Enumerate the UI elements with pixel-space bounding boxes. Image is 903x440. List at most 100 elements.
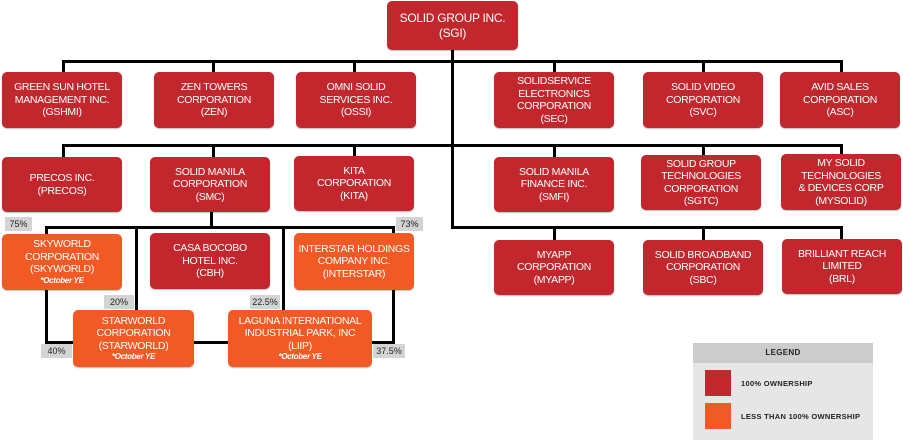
legend-title: LEGEND	[693, 343, 873, 363]
connector	[553, 226, 556, 240]
ownership-skyworld: 75%	[5, 217, 32, 231]
entity-abbr: (SKYWORLD)	[29, 263, 95, 276]
entity-abbr: (SGI)	[438, 25, 467, 40]
entity-abbr: (BRL)	[829, 272, 855, 285]
entity-interstar[interactable]: INTERSTAR HOLDINGS COMPANY INC.(INTERSTA…	[294, 233, 414, 290]
connector	[553, 144, 556, 157]
ownership-starworld-skyworld: 40%	[41, 344, 72, 358]
entity-abbr: (KITA)	[340, 189, 368, 202]
entity-smfi[interactable]: SOLID MANILA FINANCE INC.(SMFI)	[494, 157, 614, 212]
entity-kita[interactable]: KITA CORPORATION(KITA)	[294, 156, 414, 211]
entity-name: MYAPP CORPORATION	[516, 248, 592, 274]
entity-name: CASA BOCOBO HOTEL INC.	[173, 242, 247, 267]
entity-precos[interactable]: PRECOS INC.(PRECOS)	[2, 157, 122, 212]
ownership-interstar: 73%	[396, 217, 423, 231]
entity-sgi[interactable]: SOLID GROUP INC. (SGI)	[387, 1, 518, 50]
connector	[702, 144, 705, 157]
legend-label-full: 100% OWNERSHIP	[741, 379, 813, 388]
entity-name: SOLID MANILA FINANCE INC.	[519, 165, 589, 191]
connector	[840, 144, 843, 157]
entity-abbr: (SEC)	[540, 112, 568, 125]
entity-skyworld[interactable]: SKYWORLD CORPORATION(SKYWORLD)*October Y…	[2, 234, 122, 290]
entity-cbh[interactable]: CASA BOCOBO HOTEL INC.(CBH)	[150, 233, 270, 289]
entity-abbr: (PRECOS)	[37, 184, 87, 197]
ownership-liip-smc: 22.5%	[250, 295, 280, 309]
entity-name: SOLIDSERVICE ELECTRONICS CORPORATION	[516, 75, 592, 112]
entity-name: BRILLIANT REACH LIMITED	[797, 247, 887, 273]
connector	[702, 60, 705, 72]
entity-svc[interactable]: SOLID VIDEO CORPORATION(SVC)	[643, 72, 763, 128]
entity-myapp[interactable]: MYAPP CORPORATION(MYAPP)	[494, 240, 614, 295]
connector	[353, 60, 356, 72]
entity-ossi[interactable]: OMNI SOLID SERVICES INC.(OSSI)	[296, 72, 416, 128]
entity-abbr: (STARWORLD)	[98, 339, 169, 352]
entity-name: MY SOLID TECHNOLOGIES & DEVICES CORP	[798, 157, 884, 194]
connector	[370, 341, 395, 344]
connector	[840, 226, 843, 240]
entity-abbr: (MYAPP)	[533, 273, 575, 286]
connector	[62, 144, 65, 157]
entity-sgtc[interactable]: SOLID GROUP TECHNOLOGIES CORPORATION(SGT…	[641, 155, 761, 210]
ownership-starworld-smc: 20%	[104, 295, 134, 309]
connector	[451, 226, 843, 229]
entity-abbr: (GSHMI)	[42, 106, 82, 119]
connector	[553, 60, 556, 72]
connector	[451, 48, 454, 229]
entity-name: LAGUNA INTERNATIONAL INDUSTRIAL PARK, IN…	[238, 314, 362, 340]
entity-gshmi[interactable]: GREEN SUN HOTEL MANAGEMENT INC.(GSHMI)	[2, 72, 122, 128]
entity-name: ZEN TOWERS CORPORATION	[176, 81, 252, 106]
entity-name: SOLID MANILA CORPORATION	[172, 165, 248, 191]
entity-sbc[interactable]: SOLID BROADBAND CORPORATION(SBC)	[643, 240, 763, 295]
entity-abbr: (ZEN)	[200, 106, 228, 119]
entity-mysolid[interactable]: MY SOLID TECHNOLOGIES & DEVICES CORP(MYS…	[781, 154, 901, 210]
entity-note: *October YE	[278, 352, 322, 362]
entity-abbr: (LIIP)	[288, 339, 312, 352]
entity-name: SOLID BROADBAND CORPORATION	[654, 248, 752, 274]
entity-smc[interactable]: SOLID MANILA CORPORATION(SMC)	[150, 157, 270, 212]
entity-name: STARWORLD CORPORATION	[96, 314, 171, 340]
entity-name: PRECOS INC.	[29, 172, 95, 184]
ownership-liip-interstar: 37.5%	[373, 344, 405, 358]
entity-abbr: (OSSI)	[340, 106, 372, 119]
entity-name: SOLID GROUP TECHNOLOGIES CORPORATION	[661, 157, 741, 195]
legend-swatch-partial	[705, 403, 731, 429]
connector	[840, 60, 843, 72]
entity-note: *October YE	[111, 352, 156, 362]
entity-abbr: (CBH)	[196, 267, 224, 280]
legend: LEGEND 100% OWNERSHIP LESS THAN 100% OWN…	[693, 343, 873, 440]
connector	[212, 144, 215, 157]
entity-abbr: (ASC)	[826, 106, 854, 119]
legend-label-partial: LESS THAN 100% OWNERSHIP	[741, 412, 861, 421]
connector	[135, 226, 138, 312]
entity-name: AVID SALES CORPORATION	[802, 81, 878, 106]
entity-abbr: (SBC)	[689, 273, 717, 286]
entity-starworld[interactable]: STARWORLD CORPORATION(STARWORLD)*October…	[73, 310, 194, 367]
connector	[45, 341, 75, 344]
entity-zen[interactable]: ZEN TOWERS CORPORATION(ZEN)	[154, 72, 274, 128]
connector	[62, 60, 843, 63]
entity-liip[interactable]: LAGUNA INTERNATIONAL INDUSTRIAL PARK, IN…	[228, 310, 372, 367]
entity-name: KITA CORPORATION	[316, 164, 392, 190]
entity-abbr: (INTERSTAR)	[322, 267, 386, 280]
entity-abbr: (SMFI)	[538, 190, 570, 203]
connector	[62, 144, 843, 147]
entity-sec[interactable]: SOLIDSERVICE ELECTRONICS CORPORATION(SEC…	[494, 72, 614, 128]
connector	[353, 144, 356, 157]
entity-name: SOLID GROUP INC.	[399, 10, 506, 25]
connector	[210, 210, 213, 228]
connector	[62, 60, 65, 72]
entity-name: INTERSTAR HOLDINGS COMPANY INC.	[298, 242, 410, 268]
entity-note: *October YE	[40, 275, 84, 285]
entity-name: SOLID VIDEO CORPORATION	[665, 81, 741, 106]
entity-abbr: (SVC)	[689, 106, 717, 119]
entity-abbr: (MYSOLID)	[815, 194, 867, 207]
entity-name: OMNI SOLID SERVICES INC.	[319, 81, 393, 106]
entity-asc[interactable]: AVID SALES CORPORATION(ASC)	[780, 72, 900, 128]
legend-swatch-full	[705, 370, 731, 396]
entity-name: GREEN SUN HOTEL MANAGEMENT INC.	[14, 81, 110, 106]
connector	[282, 226, 285, 312]
entity-abbr: (SMC)	[195, 190, 225, 203]
connector	[702, 226, 705, 240]
entity-brl[interactable]: BRILLIANT REACH LIMITED(BRL)	[782, 239, 902, 294]
